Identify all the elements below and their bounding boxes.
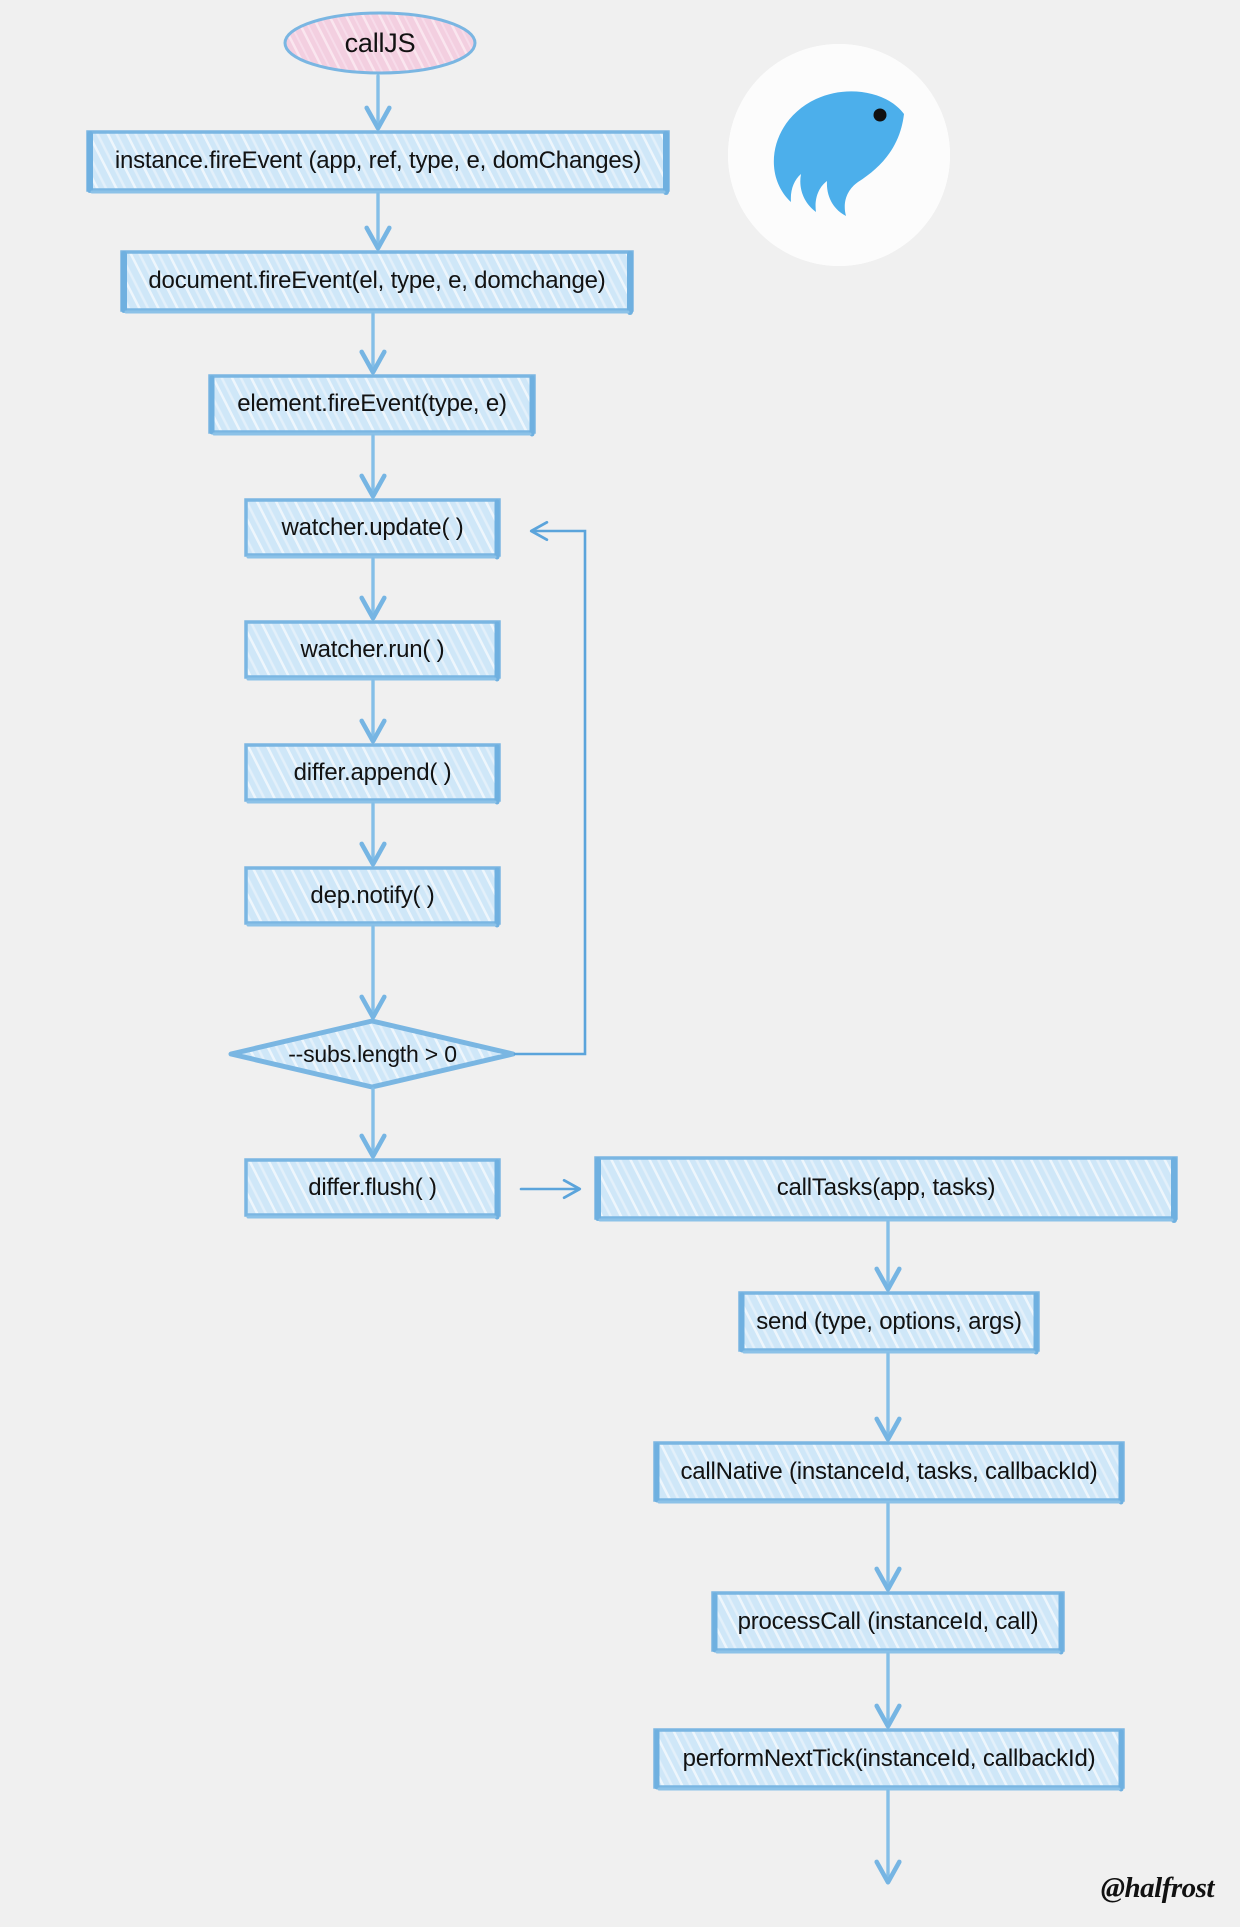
node-shape-documentFire	[120, 250, 634, 315]
node-shape-watcherUpdate	[244, 498, 501, 560]
node-processCall[interactable]	[713, 1593, 1063, 1652]
edges	[359, 74, 902, 1885]
node-watcherRun[interactable]	[246, 622, 499, 679]
node-shape-callTasks	[594, 1156, 1178, 1223]
node-shape-elementFire	[208, 374, 536, 437]
node-instanceFire[interactable]	[88, 132, 668, 192]
node-shape-callJS	[283, 11, 477, 75]
node-callTasks[interactable]	[596, 1158, 1176, 1220]
node-documentFire[interactable]	[122, 252, 632, 312]
node-shape-performNextTick	[653, 1728, 1125, 1792]
node-watcherUpdate[interactable]	[246, 500, 499, 557]
node-callNative[interactable]	[655, 1443, 1123, 1502]
edge-subsLength-watcherUpdate-loopback	[513, 520, 587, 1056]
node-shape-differAppend	[244, 743, 501, 805]
node-shapes	[86, 11, 1178, 1792]
node-shape-depNotify	[244, 866, 501, 928]
watermark: @halfrost	[1100, 1872, 1215, 1904]
node-performNextTick[interactable]	[655, 1730, 1123, 1789]
node-differAppend[interactable]	[246, 745, 499, 802]
weex-eagle-logo	[728, 44, 950, 266]
node-shape-watcherRun	[244, 620, 501, 682]
node-send[interactable]	[740, 1293, 1038, 1352]
node-shape-differFlush	[244, 1158, 501, 1220]
node-shape-processCall	[711, 1591, 1065, 1655]
node-shape-subsLength	[228, 1018, 516, 1090]
node-callJS[interactable]	[285, 13, 475, 73]
node-shape-instanceFire	[86, 130, 670, 195]
node-depNotify[interactable]	[246, 868, 499, 925]
node-elementFire[interactable]	[210, 376, 534, 434]
node-shape-callNative	[653, 1441, 1125, 1505]
node-shape-send	[738, 1291, 1040, 1355]
node-subsLength[interactable]	[231, 1021, 513, 1087]
node-differFlush[interactable]	[246, 1160, 499, 1217]
